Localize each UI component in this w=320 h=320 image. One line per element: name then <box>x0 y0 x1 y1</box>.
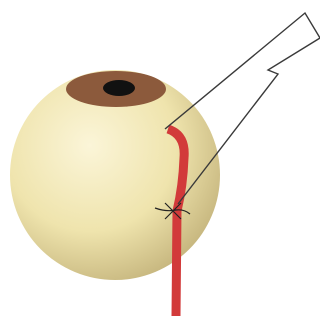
pupil-shape <box>103 80 135 96</box>
